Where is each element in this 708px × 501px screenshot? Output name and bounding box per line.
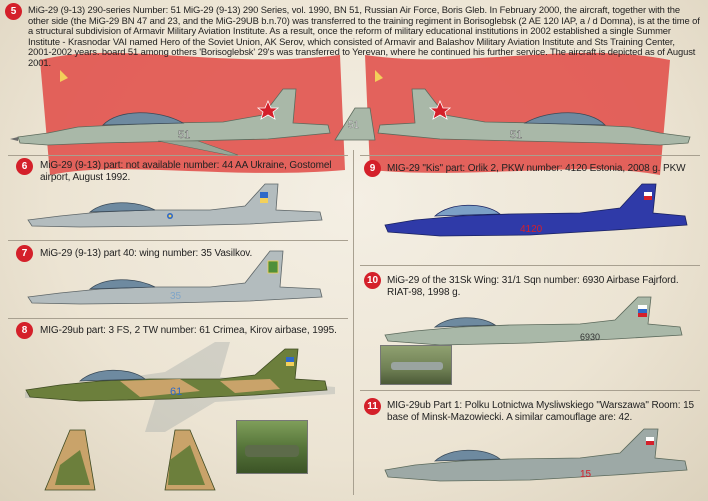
photo-mig29-ground — [236, 420, 308, 474]
profile-number-badge: 8 — [16, 322, 33, 339]
tail-fin-camo-left — [44, 429, 96, 491]
row-divider-right-1 — [360, 155, 700, 156]
profile-number-badge: 11 — [364, 398, 381, 415]
aircraft-profile-10: 6930 — [384, 296, 683, 346]
tail-fin-detail: 51 — [334, 107, 376, 141]
aircraft-profile-7: 35 — [27, 250, 323, 305]
tail-fin-camo-right — [164, 429, 216, 491]
profile-caption: MIG-29ub part: 3 FS, 2 TW number: 61 Cri… — [40, 325, 337, 336]
profile-caption: MIG-29ub Part 1: Polku Lotnictwa Mysliws… — [387, 400, 695, 423]
profile-caption: MiG-29 (9-13) 290-series Number: 51 MiG-… — [28, 4, 700, 68]
profile-number-badge: 6 — [16, 158, 33, 175]
profile-number-badge: 9 — [364, 160, 381, 177]
tail-number: 35 — [170, 291, 182, 302]
svg-text:51: 51 — [348, 120, 360, 131]
aircraft-profile-6 — [27, 183, 323, 228]
row-divider-right-2 — [360, 265, 700, 266]
aircraft-profile-5-right: 51 — [377, 88, 691, 146]
tail-number: 61 — [170, 386, 182, 398]
profile-caption: MiG-29 of the 31Sk Wing: 31/1 Sqn number… — [387, 275, 679, 298]
row-divider-left-1 — [8, 155, 348, 156]
photo-mig29-runway — [380, 345, 452, 385]
aircraft-profile-9: 4120 — [384, 183, 688, 237]
profile-number-badge: 10 — [364, 272, 381, 289]
tail-number: 6930 — [580, 332, 600, 342]
row-divider-left-3 — [8, 318, 348, 319]
tail-number: 51 — [178, 129, 190, 141]
profile-number-badge: 7 — [16, 245, 33, 262]
profile-caption: MIG-29 "Kis" part: Orlik 2, PKW number: … — [387, 163, 686, 174]
profile-caption: MiG-29 (9-13) part 40: wing number: 35 V… — [40, 248, 253, 259]
center-divider — [353, 150, 354, 495]
row-divider-right-3 — [360, 390, 700, 391]
profile-caption: MiG-29 (9-13) part: not available number… — [40, 160, 332, 183]
row-divider-left-2 — [8, 240, 348, 241]
tail-number: 51 — [510, 129, 522, 141]
aircraft-profile-5-left: 51 — [10, 88, 331, 156]
aircraft-profile-11: 15 — [384, 428, 688, 482]
tail-number: 15 — [580, 469, 592, 480]
tail-number: 4120 — [520, 224, 543, 235]
aircraft-profile-8: 61 — [25, 348, 328, 402]
profile-number-badge: 5 — [5, 3, 22, 20]
